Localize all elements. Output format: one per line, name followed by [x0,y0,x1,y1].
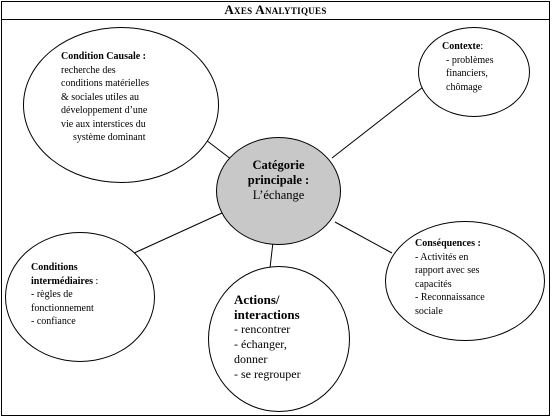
actions-title: Actions/ [234,292,280,307]
contexte-text: Contexte: - problèmes financiers, chômag… [442,40,522,94]
connector-intermediaires [131,212,223,255]
intermediaires-text: Conditions intermédiaires : - règles de … [31,261,151,329]
causale-title: Condition Causale : [61,51,147,62]
consequences-line: rapport avec ses [415,265,480,276]
intermediaires-title-suffix: : [93,275,99,287]
oval-condition-causale [23,27,219,183]
oval-conditions-intermediaires [5,232,155,362]
intermediaires-line: - règles de [31,289,73,300]
contexte-colon: : [480,41,484,52]
consequences-line: - Reconnaissance [415,292,485,303]
actions-line: - échanger, [234,337,287,351]
connector-contexte [331,79,433,159]
consequences-title: Conséquences : [415,238,481,249]
contexte-title: Contexte [442,41,481,52]
center-title: Catégorie [252,158,305,172]
actions-title: interactions [234,307,300,322]
intermediaires-title: intermédiaires [31,275,94,287]
intermediaires-line: - confiance [31,316,76,327]
causale-line: système dominant [73,132,146,143]
causale-text: Condition Causale : recherche des condit… [61,50,206,145]
contexte-line: financiers, [446,68,488,79]
intermediaires-title: Conditions [31,262,78,273]
actions-text: Actions/ interactions - rencontrer - éch… [234,292,344,382]
causale-line: recherche des [61,64,116,76]
connector-consequences [334,221,393,254]
causale-line: & sociales utiles au [61,91,140,103]
consequences-line: - Activités en [415,251,469,263]
actions-line: - rencontrer [234,322,291,336]
oval-contexte [418,27,530,117]
diagram-header: Axes Analytiques [1,1,550,20]
connector-actions [269,241,274,269]
oval-consequences [385,221,545,341]
causale-line: conditions matérielles [61,78,150,89]
causale-line: vie aux interstices du [61,118,146,130]
consequences-line: capacités [415,278,452,290]
consequences-text: Conséquences : - Activités en rapport av… [415,237,535,318]
center-subtitle: L’échange [252,188,305,202]
actions-line: donner [234,352,268,366]
oval-actions-interactions [208,266,350,412]
oval-categorie-principale [216,137,341,245]
center-title: principale : [247,173,310,187]
contexte-line: chômage [446,81,483,93]
actions-line: - se regrouper [234,367,301,381]
causale-line: développement d’une [61,105,148,116]
intermediaires-line: fonctionnement [31,302,94,314]
contexte-line: - problèmes [446,54,494,66]
consequences-line: sociale [415,305,443,317]
center-text: Catégorie principale : L’échange [216,158,341,203]
